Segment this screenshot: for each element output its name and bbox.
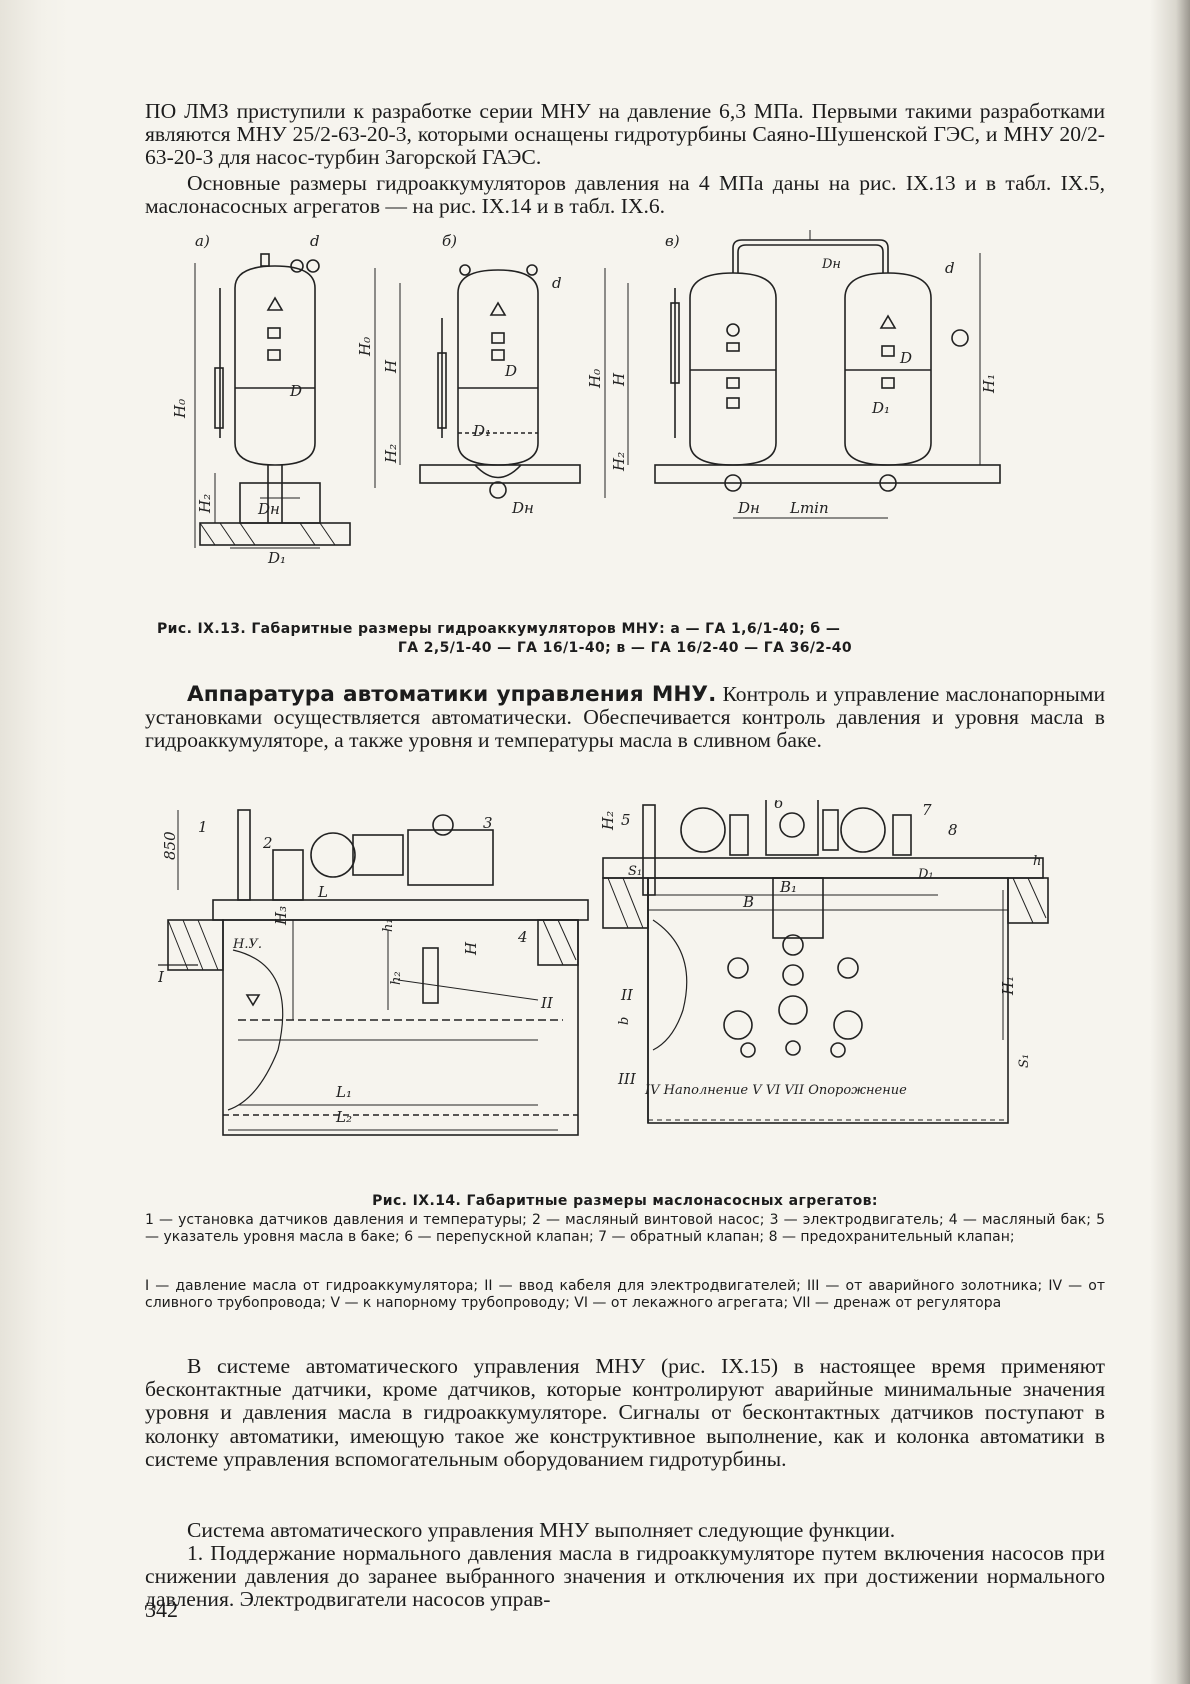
paragraph-function-1: 1. Поддержание нормального давления масл… [145,1541,1105,1612]
paragraph-intro: ПО ЛМЗ приступили к разработке серии МНУ… [145,99,1105,170]
section-heading-automation: Аппаратура автоматики управления МНУ. [187,682,717,707]
fig14-L2: L₂ [335,1108,352,1126]
fig13-D-v: D [899,349,912,367]
fig14-B1: B₁ [779,878,797,896]
fig13-H2-b: H₂ [382,444,400,464]
fig13-Dn-v-top: Dн [821,257,841,272]
pump-unit-front [602,800,1049,1124]
fig13-Lmin-v: Lmin [789,499,829,517]
scan-edge-left [0,0,70,1684]
fig14-D1: D₁ [917,867,934,882]
fig13-D1-b: D₁ [472,422,491,440]
fig13-caption-line1: Рис. IX.13. Габаритные размеры гидроакку… [157,621,841,637]
fig14-legend-arabic: 1 — установка датчиков давления и темпер… [145,1212,1105,1245]
fig13-H0-a: H₀ [171,399,189,419]
fig14-L1: L₁ [335,1083,352,1101]
fig14-n8: 8 [948,821,958,839]
fig14-I: I [158,968,165,986]
tank-v [604,230,1001,519]
paragraph-dimensions-ref: Основные размеры гидроаккумуляторов давл… [145,171,1105,219]
fig14-B: B [742,893,754,911]
fig13-D1-a: D₁ [267,549,286,567]
fig14-n7: 7 [922,801,932,819]
fig13-D-b: D [504,362,517,380]
fig13-caption-line2: ГА 2,5/1-40 — ГА 16/1-40; в — ГА 16/2-40… [397,640,853,656]
fig14-n4: 4 [517,928,528,946]
page-number: 342 [145,1597,178,1622]
fig14-n5: 5 [621,811,631,829]
figure-ix13: а) б) в) d D H₀ H₂ Dн D₁ d [160,228,1040,574]
fig14-NU: Н.У. [232,937,262,952]
fig13-d-b: d [552,274,562,292]
fig14-caption-title: Рис. IX.14. Габаритные размеры маслонасо… [372,1193,878,1209]
fig13-d-v: d [945,259,955,277]
fig13-H-v: H [610,372,628,387]
fig13-label-v: в) [665,232,680,250]
fig14-II-left: II [540,994,554,1012]
tank-a [194,253,351,549]
figure-ix14: 1 2 3 4 850 L L₁ L₂ H₃ H h₁ h₂ Н.У. I II [158,800,1058,1185]
fig14-H1: H₁ [999,976,1017,996]
fig14-n6: 6 [774,800,784,812]
paragraph-functions: Система автоматического управления МНУ в… [187,1518,896,1542]
fig13-label-b: б) [442,232,457,250]
fig13-D1-v: D₁ [871,399,890,417]
fig14-L: L [317,883,328,901]
fig13-H0-v: H₀ [586,369,604,389]
fig14-H3: H₃ [272,906,290,926]
pump-unit-side [158,809,589,1136]
fig14-dim850: 850 [161,831,179,860]
tank-b [374,264,581,499]
fig13-d-a: d [310,232,320,250]
fig14-h2: h₂ [389,971,404,985]
fig14-H: H [462,941,480,956]
fig14-h: h [1033,854,1041,869]
fig14-h1: h₁ [381,918,396,932]
paragraph-sensors: В системе автоматического управления МНУ… [145,1354,1105,1471]
fig14-S1: S₁ [1017,1054,1032,1068]
fig14-b: b [617,1017,632,1025]
fig14-n3: 3 [483,814,493,832]
fig13-D-a: D [289,382,302,400]
fig13-Dn-b: Dн [511,499,534,517]
fig13-H-b: H [382,359,400,374]
fig14-III: III [617,1070,637,1088]
fig14-II-right: II [620,986,634,1004]
fig14-n2: 2 [262,834,273,852]
fig14-S1-top: S₁ [628,864,642,879]
paragraph-automation: Аппаратура автоматики управления МНУ. Ко… [145,682,1106,753]
scan-edge-right [1150,0,1190,1684]
fig14-H2: H₂ [599,811,617,831]
fig13-H0-b: H₀ [356,337,374,357]
fig14-legend-roman: I — давление масла от гидроаккумулятора;… [145,1278,1105,1311]
fig13-H2-a: H₂ [196,494,214,514]
fig14-bottom-label: IV Наполнение V VI VII Опорожнение [644,1083,907,1098]
fig13-H2-v: H₂ [610,452,628,472]
fig14-n1: 1 [198,818,208,836]
fig13-Dn-a: Dн [257,500,280,518]
fig13-Dn-v: Dн [737,499,760,517]
paragraph-automation-body: Контроль и управление маслонапорными уст… [145,682,1106,753]
fig13-H1-v: H₁ [980,374,998,394]
fig13-label-a: а) [195,232,210,250]
